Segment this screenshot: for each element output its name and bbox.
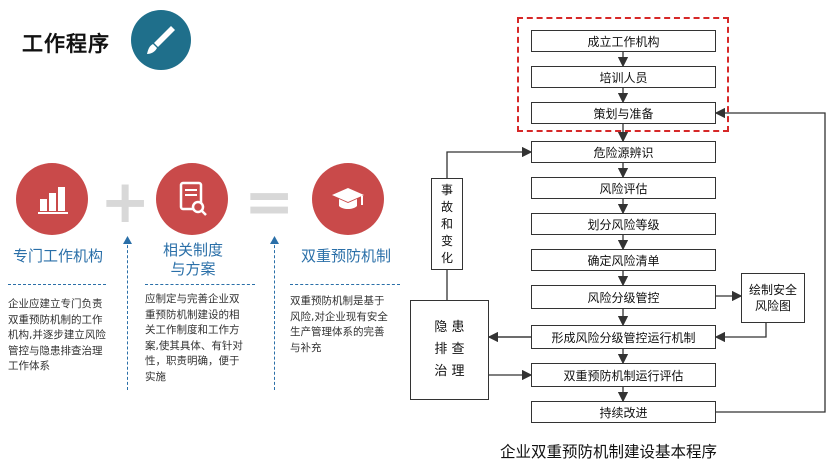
col1-divider <box>8 284 106 285</box>
col3-desc-line: 与补充 <box>290 341 322 354</box>
col1-desc-line: 机构,并逐步建立风险 <box>8 329 106 341</box>
accident-change-char: 事 <box>440 182 453 197</box>
col2-heading: 相关制度 与方案 <box>150 241 236 279</box>
col3-divider <box>290 284 400 285</box>
col2-desc-line: 重预防机制建设的相 <box>145 308 240 321</box>
accident-change-char: 变 <box>440 233 453 248</box>
col2-desc-line: 案,使其具体、有针对 <box>145 339 243 352</box>
accident-change-char: 化 <box>440 250 453 265</box>
accident-change-box: 事 故 和 变 化 <box>431 178 463 270</box>
accident-change-char: 故 <box>440 199 453 214</box>
document-search-icon <box>156 163 228 235</box>
hazard-investigation-box: 隐 患 排 查 治 理 <box>410 300 489 400</box>
col2-heading-line: 与方案 <box>170 260 216 278</box>
page-title: 工作程序 <box>22 32 110 56</box>
flow-step-hazard-identification: 危险源辨识 <box>531 141 716 163</box>
col3-heading: 双重预防机制 <box>300 247 391 265</box>
safety-risk-map-line: 风险图 <box>754 299 791 313</box>
flow-step-risk-assessment: 风险评估 <box>531 177 716 199</box>
flow-step-training: 培训人员 <box>531 66 716 88</box>
building-chart-icon <box>16 163 88 235</box>
flow-step-evaluation: 双重预防机制运行评估 <box>531 363 716 387</box>
flow-step-planning: 策划与准备 <box>531 102 716 124</box>
col3-desc-line: 风险,对企业现有安全 <box>290 310 388 323</box>
col3-left-divider <box>274 240 275 390</box>
plus-sign: + <box>100 167 151 237</box>
col1-desc-line: 双重预防机制的工作 <box>8 313 103 326</box>
col1-heading: 专门工作机构 <box>12 247 103 265</box>
equals-sign: = <box>244 167 295 237</box>
hazard-investigation-line: 排 查 <box>434 342 465 357</box>
accident-change-char: 和 <box>440 216 453 231</box>
col2-divider <box>145 284 255 285</box>
brush-icon <box>131 10 191 70</box>
arrow-up-icon <box>270 236 279 244</box>
col1-description: 企业应建立专门负责 双重预防机制的工作 机构,并逐步建立风险 管控与隐患排查治理… <box>8 297 120 375</box>
col3-desc-line: 生产管理体系的完善 <box>290 326 385 338</box>
col2-heading-line: 相关制度 <box>162 241 223 259</box>
col1-desc-line: 工作体系 <box>8 360 50 372</box>
hazard-investigation-line: 治 理 <box>434 364 465 379</box>
safety-risk-map-line: 绘制安全 <box>748 283 797 297</box>
flow-step-establish-org: 成立工作机构 <box>531 30 716 52</box>
flow-step-continuous-improvement: 持续改进 <box>531 401 716 423</box>
safety-risk-map-box: 绘制安全 风险图 <box>741 273 805 323</box>
flow-step-risk-control: 风险分级管控 <box>531 285 716 309</box>
col3-desc-line: 双重预防机制是基于 <box>290 295 385 307</box>
flow-step-control-mechanism: 形成风险分级管控运行机制 <box>531 325 716 349</box>
col1-desc-line: 管控与隐患排查治理 <box>8 344 103 357</box>
preparation-group-frame <box>517 17 729 132</box>
arrow-up-icon <box>123 236 132 244</box>
col2-description: 应制定与完善企业双 重预防机制建设的相 关工作制度和工作方 案,使其具体、有针对… <box>145 292 263 385</box>
diagram-caption: 企业双重预防机制建设基本程序 <box>500 443 718 461</box>
col2-desc-line: 性，职责明确，便于 <box>145 355 240 367</box>
col2-left-divider <box>127 240 128 390</box>
flow-step-risk-list: 确定风险清单 <box>531 249 716 271</box>
col2-desc-line: 实施 <box>145 370 166 383</box>
col2-desc-line: 应制定与完善企业双 <box>145 293 240 305</box>
col1-desc-line: 企业应建立专门负责 <box>8 298 103 310</box>
col3-description: 双重预防机制是基于 风险,对企业现有安全 生产管理体系的完善 与补充 <box>290 294 408 356</box>
graduation-cap-icon <box>312 163 384 235</box>
flow-step-risk-grading: 划分风险等级 <box>531 213 716 235</box>
col2-desc-line: 关工作制度和工作方 <box>145 324 240 336</box>
hazard-investigation-line: 隐 患 <box>434 320 465 335</box>
